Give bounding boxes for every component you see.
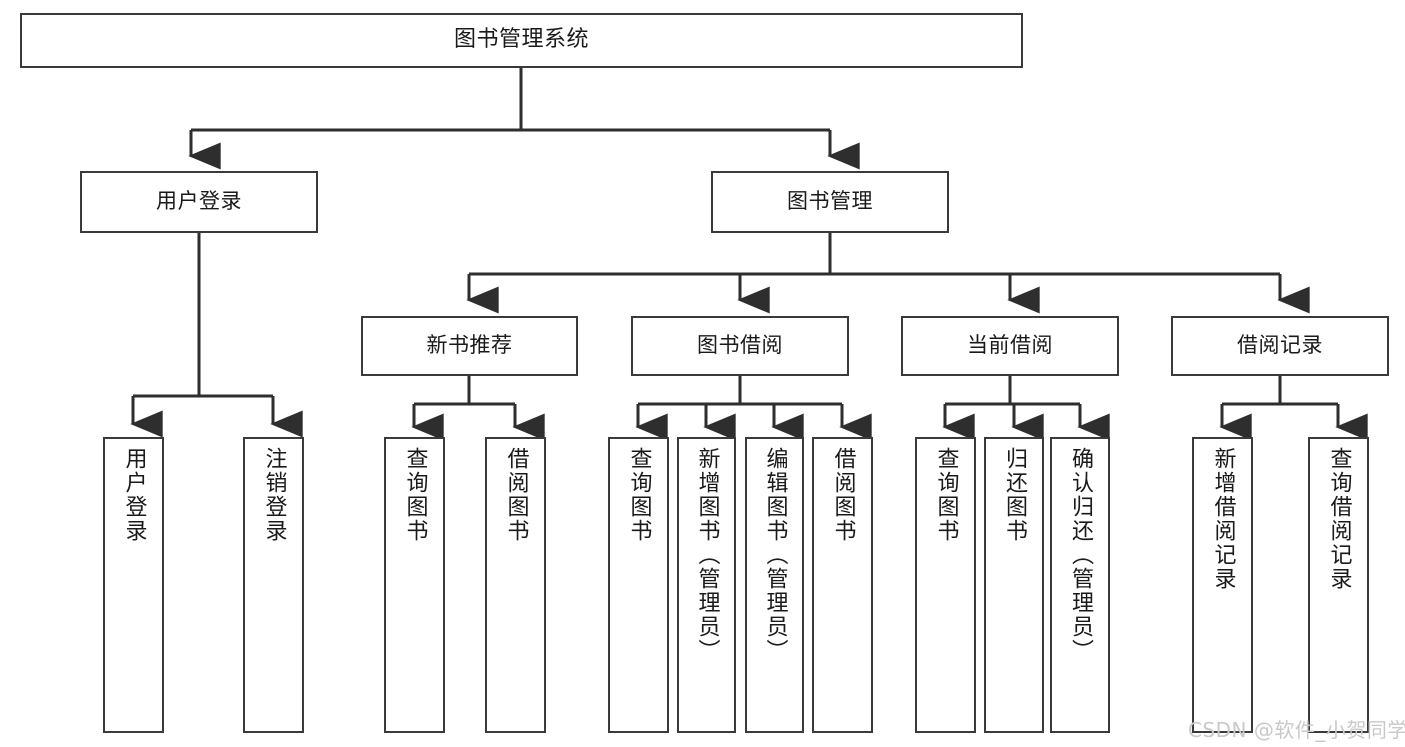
- node-label: 当前借阅: [967, 333, 1053, 358]
- node-label: 图书借阅: [697, 333, 783, 358]
- node-label: 用户登录: [121, 447, 147, 543]
- leaf-user-login-signout[interactable]: 注销登录: [243, 437, 304, 733]
- node-label: 查询图书: [402, 447, 428, 543]
- node-label: 编辑图书（管理员）: [762, 447, 788, 663]
- watermark: CSDN @软件_小贺同学: [1188, 718, 1405, 742]
- node-book-management[interactable]: 图书管理: [711, 171, 949, 233]
- leaf-borrow-record-add[interactable]: 新增借阅记录: [1192, 437, 1253, 733]
- node-label: 新增图书（管理员）: [694, 447, 720, 663]
- node-root-system[interactable]: 图书管理系统: [20, 13, 1023, 68]
- node-label: 借阅图书: [830, 447, 856, 543]
- node-label: 归还图书: [1002, 447, 1027, 543]
- leaf-new-book-query[interactable]: 查询图书: [384, 437, 445, 733]
- leaf-book-borrow-borrow[interactable]: 借阅图书: [812, 437, 873, 733]
- leaf-borrow-record-query[interactable]: 查询借阅记录: [1308, 437, 1369, 733]
- node-label: 查询借阅记录: [1326, 447, 1352, 591]
- node-label: 用户登录: [156, 189, 242, 214]
- leaf-new-book-borrow[interactable]: 借阅图书: [485, 437, 546, 733]
- node-label: 注销登录: [261, 447, 287, 543]
- node-label: 借阅图书: [503, 447, 529, 543]
- leaf-current-borrow-return[interactable]: 归还图书: [984, 437, 1044, 733]
- node-label: 图书管理: [787, 189, 873, 214]
- node-label: 新增借阅记录: [1210, 447, 1236, 591]
- node-current-borrow[interactable]: 当前借阅: [901, 316, 1119, 376]
- leaf-user-login-signin[interactable]: 用户登录: [103, 437, 164, 733]
- node-user-login[interactable]: 用户登录: [80, 171, 318, 233]
- node-label: 图书管理系统: [453, 27, 589, 53]
- node-label: 新书推荐: [426, 333, 513, 358]
- node-book-borrow[interactable]: 图书借阅: [631, 316, 849, 376]
- leaf-book-borrow-query[interactable]: 查询图书: [608, 437, 669, 733]
- leaf-book-borrow-add[interactable]: 新增图书（管理员）: [677, 437, 736, 733]
- node-label: 确认归还（管理员）: [1068, 447, 1093, 663]
- node-borrow-record[interactable]: 借阅记录: [1171, 316, 1389, 376]
- node-label: 查询图书: [933, 447, 959, 543]
- leaf-book-borrow-edit[interactable]: 编辑图书（管理员）: [745, 437, 804, 733]
- node-new-book-recommend[interactable]: 新书推荐: [361, 316, 578, 376]
- node-label: 查询图书: [626, 447, 652, 543]
- leaf-current-borrow-confirm-return[interactable]: 确认归还（管理员）: [1050, 437, 1110, 733]
- leaf-current-borrow-query[interactable]: 查询图书: [915, 437, 976, 733]
- node-label: 借阅记录: [1237, 333, 1323, 358]
